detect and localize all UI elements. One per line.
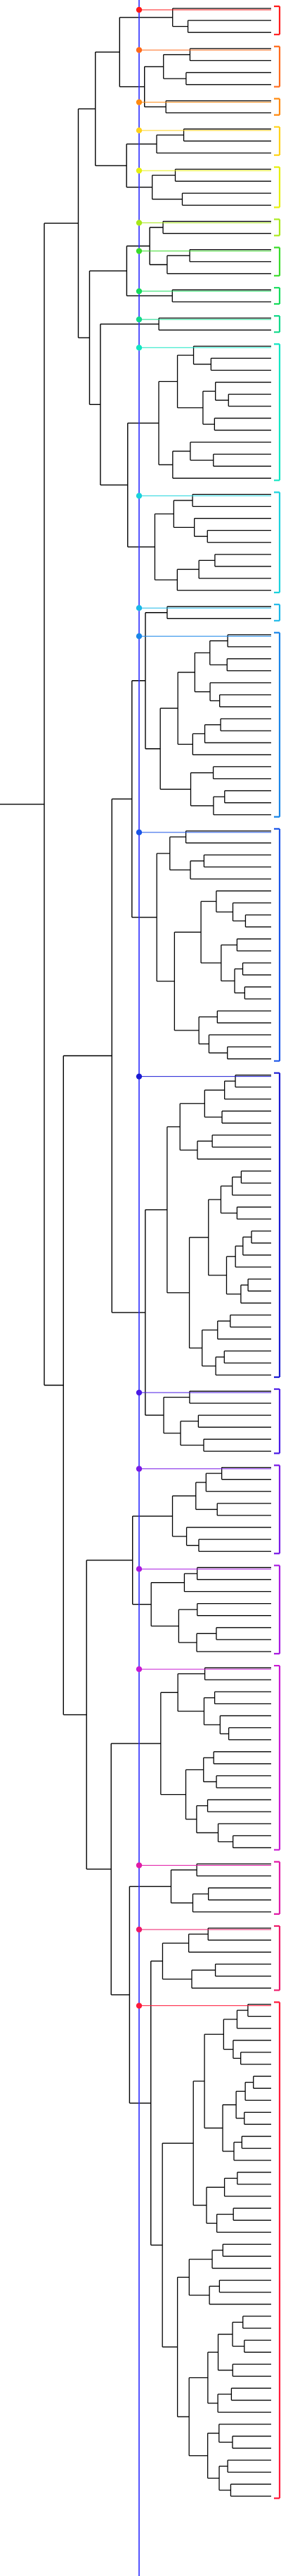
clade-marker-c05 xyxy=(136,167,143,174)
clade-marker-c10 xyxy=(136,345,143,351)
clade-bracket-c09 xyxy=(274,315,281,333)
clade-marker-c20 xyxy=(136,1862,143,1868)
clade-marker-c02 xyxy=(136,47,143,53)
clade-bracket-c17 xyxy=(274,1464,281,1555)
tree-branches xyxy=(0,8,271,2497)
clade-bracket-c05 xyxy=(274,166,281,208)
clade-bracket-c16 xyxy=(274,1388,281,1454)
clade-marker-c09 xyxy=(136,316,143,323)
clade-markers xyxy=(136,6,143,2009)
clade-bracket-c03 xyxy=(274,98,281,116)
clade-bracket-c15 xyxy=(274,1072,281,1379)
clade-marker-c03 xyxy=(136,99,143,105)
clade-marker-c04 xyxy=(136,127,143,134)
clade-marker-c13 xyxy=(136,633,143,639)
clade-bracket-c22 xyxy=(274,2001,281,2499)
clade-bracket-c12 xyxy=(274,604,281,622)
clade-bracket-c19 xyxy=(274,1664,281,1851)
clade-marker-c18 xyxy=(136,1566,143,1572)
clade-marker-c12 xyxy=(136,605,143,611)
clade-bracket-c11 xyxy=(274,491,281,594)
clade-bracket-c02 xyxy=(274,46,281,88)
clade-marker-c08 xyxy=(136,288,143,295)
clade-marker-c15 xyxy=(136,1073,143,1080)
clade-marker-c19 xyxy=(136,1666,143,1673)
clade-marker-c22 xyxy=(136,2003,143,2009)
clade-marker-c17 xyxy=(136,1466,143,1472)
clade-bracket-c04 xyxy=(274,126,281,157)
clade-marker-c07 xyxy=(136,248,143,254)
clade-marker-c01 xyxy=(136,6,143,13)
clade-marker-c11 xyxy=(136,493,143,499)
clade-bracket-c10 xyxy=(274,343,281,482)
clade-bracket-c01 xyxy=(274,5,281,36)
clade-bracket-c18 xyxy=(274,1565,281,1655)
clade-bracket-c08 xyxy=(274,286,281,305)
clade-marker-c06 xyxy=(136,220,143,226)
clade-bracket-c07 xyxy=(274,246,281,277)
clade-bracket-c20 xyxy=(274,1861,281,1915)
clade-marker-c14 xyxy=(136,829,143,836)
clade-bracket-c13 xyxy=(274,632,281,818)
clade-bracket-c14 xyxy=(274,828,281,1062)
clade-brackets xyxy=(274,5,281,2499)
clade-marker-c16 xyxy=(136,1389,143,1396)
clade-bracket-c21 xyxy=(274,1925,281,1991)
clade-bracket-c06 xyxy=(274,218,281,237)
clade-marker-c21 xyxy=(136,1926,143,1933)
